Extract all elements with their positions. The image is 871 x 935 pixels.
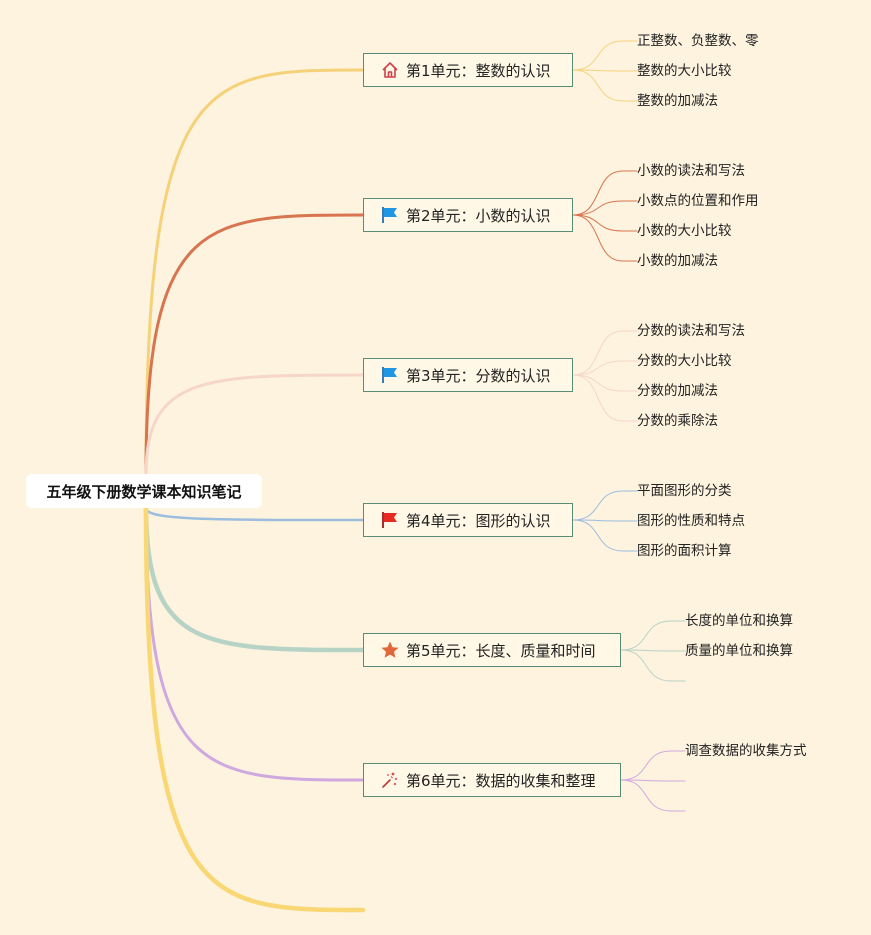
leaf-connector-6-2 bbox=[620, 779, 686, 782]
root-title: 五年级下册数学课本知识笔记 bbox=[46, 482, 242, 501]
leaf-connector-2-3 bbox=[572, 214, 638, 232]
unit-1-title: 第1单元：整数的认识 bbox=[406, 61, 551, 80]
leaf-connector-2-4 bbox=[572, 214, 638, 262]
unit-6-title: 第6单元：数据的收集和整理 bbox=[406, 771, 596, 790]
leaf-connector-2-1 bbox=[572, 170, 638, 216]
unit-2-topic-4[interactable]: 小数的加减法 bbox=[637, 253, 718, 269]
branch-tail bbox=[143, 505, 366, 913]
unit-3-topic-1[interactable]: 分数的读法和写法 bbox=[637, 323, 745, 339]
unit-1-node[interactable]: 第1单元：整数的认识 bbox=[363, 53, 573, 87]
leaf-connector-5-3 bbox=[620, 649, 686, 682]
unit-1-topic-2[interactable]: 整数的大小比较 bbox=[637, 63, 732, 79]
unit-5-topic-2[interactable]: 质量的单位和换算 bbox=[685, 643, 793, 659]
unit-3-topic-2[interactable]: 分数的大小比较 bbox=[637, 353, 732, 369]
leaf-connector-3-3 bbox=[572, 374, 638, 392]
branch-unit-4 bbox=[144, 506, 365, 522]
leaf-connector-1-2 bbox=[572, 69, 638, 72]
unit-3-topic-4[interactable]: 分数的乘除法 bbox=[637, 413, 718, 429]
unit-5-node[interactable]: 第5单元：长度、质量和时间 bbox=[363, 633, 621, 667]
home-icon bbox=[380, 60, 400, 80]
leaf-connector-3-2 bbox=[572, 360, 638, 376]
unit-4-node[interactable]: 第4单元：图形的认识 bbox=[363, 503, 573, 537]
unit-2-topic-1[interactable]: 小数的读法和写法 bbox=[637, 163, 745, 179]
leaf-connector-3-4 bbox=[572, 374, 638, 422]
unit-1-topic-3[interactable]: 整数的加减法 bbox=[637, 93, 718, 109]
unit-3-title: 第3单元：分数的认识 bbox=[406, 366, 551, 385]
unit-5-title: 第5单元：长度、质量和时间 bbox=[406, 641, 596, 660]
unit-2-topic-2[interactable]: 小数点的位置和作用 bbox=[637, 193, 759, 209]
leaf-connector-1-1 bbox=[572, 40, 638, 71]
unit-2-node[interactable]: 第2单元：小数的认识 bbox=[363, 198, 573, 232]
branch-unit-2 bbox=[144, 213, 365, 476]
branch-unit-6 bbox=[144, 506, 365, 782]
leaf-connector-4-2 bbox=[572, 519, 638, 522]
branch-unit-3 bbox=[144, 373, 365, 476]
unit-2-topic-3[interactable]: 小数的大小比较 bbox=[637, 223, 732, 239]
unit-2-title: 第2单元：小数的认识 bbox=[406, 206, 551, 225]
leaf-connector-1-3 bbox=[572, 69, 638, 102]
blue-flag-icon bbox=[380, 205, 400, 225]
branch-unit-1 bbox=[144, 68, 365, 476]
star-icon bbox=[380, 640, 400, 660]
unit-4-topic-3[interactable]: 图形的面积计算 bbox=[637, 543, 732, 559]
leaf-connector-4-1 bbox=[572, 490, 638, 521]
unit-4-title: 第4单元：图形的认识 bbox=[406, 511, 551, 530]
leaf-connector-2-2 bbox=[572, 200, 638, 216]
unit-4-topic-1[interactable]: 平面图形的分类 bbox=[637, 483, 732, 499]
unit-3-node[interactable]: 第3单元：分数的认识 bbox=[363, 358, 573, 392]
unit-6-topic-1[interactable]: 调查数据的收集方式 bbox=[685, 743, 807, 759]
unit-3-topic-3[interactable]: 分数的加减法 bbox=[637, 383, 718, 399]
unit-1-topic-1[interactable]: 正整数、负整数、零 bbox=[637, 33, 759, 49]
branch-unit-5 bbox=[143, 505, 366, 653]
red-flag-icon bbox=[380, 510, 400, 530]
leaf-connector-4-3 bbox=[572, 519, 638, 552]
leaf-connector-5-2 bbox=[620, 649, 686, 652]
leaf-connector-5-1 bbox=[620, 620, 686, 651]
blue-flag-icon bbox=[380, 365, 400, 385]
unit-4-topic-2[interactable]: 图形的性质和特点 bbox=[637, 513, 745, 529]
leaf-connector-6-1 bbox=[620, 750, 686, 781]
sparkle-icon bbox=[380, 770, 400, 790]
root-topic[interactable]: 五年级下册数学课本知识笔记 bbox=[26, 474, 262, 508]
unit-5-topic-1[interactable]: 长度的单位和换算 bbox=[685, 613, 793, 629]
leaf-connector-6-3 bbox=[620, 779, 686, 812]
leaf-connector-3-1 bbox=[572, 330, 638, 376]
unit-6-node[interactable]: 第6单元：数据的收集和整理 bbox=[363, 763, 621, 797]
